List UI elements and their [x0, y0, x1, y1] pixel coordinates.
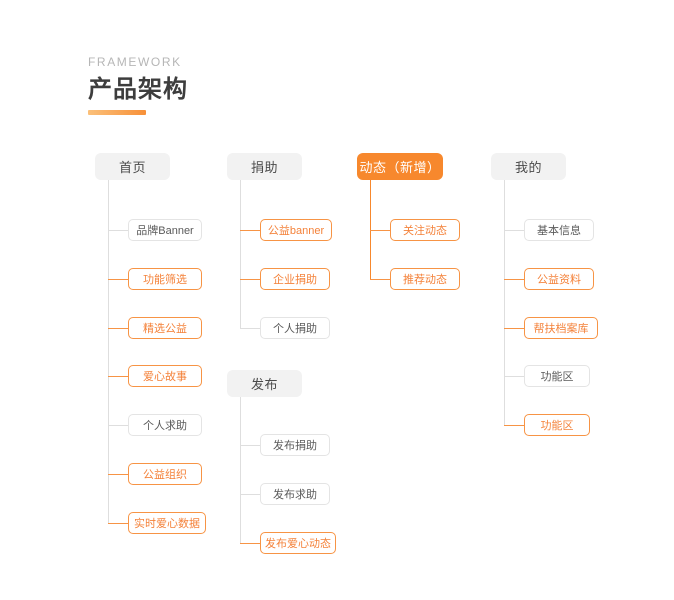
connector-branch-mine-4 [504, 425, 524, 426]
connector-branch-donate-2 [240, 328, 260, 329]
group-heading-publish[interactable]: 发布 [227, 370, 302, 397]
group-heading-home[interactable]: 首页 [95, 153, 170, 180]
connector-branch-feed-1 [370, 279, 390, 280]
group-heading-feed[interactable]: 动态（新增） [357, 153, 443, 180]
tree-node-home-1[interactable]: 功能筛选 [128, 268, 202, 290]
tree-node-publish-1[interactable]: 发布求助 [260, 483, 330, 505]
connector-branch-home-3 [108, 376, 128, 377]
tree-node-mine-4[interactable]: 功能区 [524, 414, 590, 436]
tree-node-mine-1[interactable]: 公益资料 [524, 268, 594, 290]
connector-branch-mine-2 [504, 328, 524, 329]
connector-branch-publish-0 [240, 445, 260, 446]
connector-trunk-home [108, 180, 109, 523]
connector-trunk-mine [504, 180, 505, 425]
tree-node-home-5[interactable]: 公益组织 [128, 463, 202, 485]
tree-node-mine-3[interactable]: 功能区 [524, 365, 590, 387]
connector-branch-feed-0 [370, 230, 390, 231]
group-heading-donate[interactable]: 捐助 [227, 153, 302, 180]
connector-branch-publish-1 [240, 494, 260, 495]
tree-node-home-6[interactable]: 实时爱心数据 [128, 512, 206, 534]
group-heading-mine[interactable]: 我的 [491, 153, 566, 180]
connector-branch-home-4 [108, 425, 128, 426]
connector-branch-mine-3 [504, 376, 524, 377]
tree-node-home-3[interactable]: 爱心故事 [128, 365, 202, 387]
tree-node-feed-1[interactable]: 推荐动态 [390, 268, 460, 290]
connector-branch-donate-0 [240, 230, 260, 231]
tree-node-publish-2[interactable]: 发布爱心动态 [260, 532, 336, 554]
tree-node-mine-0[interactable]: 基本信息 [524, 219, 594, 241]
connector-branch-donate-1 [240, 279, 260, 280]
page-header: FRAMEWORK 产品架构 [88, 54, 388, 115]
eyebrow-label: FRAMEWORK [88, 55, 182, 69]
connector-branch-home-0 [108, 230, 128, 231]
tree-node-donate-0[interactable]: 公益banner [260, 219, 332, 241]
title-underline-accent [88, 110, 146, 115]
tree-node-donate-2[interactable]: 个人捐助 [260, 317, 330, 339]
connector-branch-mine-0 [504, 230, 524, 231]
tree-node-donate-1[interactable]: 企业捐助 [260, 268, 330, 290]
tree-node-publish-0[interactable]: 发布捐助 [260, 434, 330, 456]
connector-trunk-publish [240, 397, 241, 543]
connector-branch-home-1 [108, 279, 128, 280]
connector-trunk-feed [370, 180, 371, 279]
connector-branch-publish-2 [240, 543, 260, 544]
page-title: 产品架构 [88, 76, 188, 103]
tree-node-home-0[interactable]: 品牌Banner [128, 219, 202, 241]
connector-branch-home-5 [108, 474, 128, 475]
connector-trunk-donate [240, 180, 241, 328]
connector-branch-home-2 [108, 328, 128, 329]
connector-branch-mine-1 [504, 279, 524, 280]
tree-node-home-4[interactable]: 个人求助 [128, 414, 202, 436]
tree-node-home-2[interactable]: 精选公益 [128, 317, 202, 339]
tree-node-mine-2[interactable]: 帮扶档案库 [524, 317, 598, 339]
tree-node-feed-0[interactable]: 关注动态 [390, 219, 460, 241]
connector-branch-home-6 [108, 523, 128, 524]
